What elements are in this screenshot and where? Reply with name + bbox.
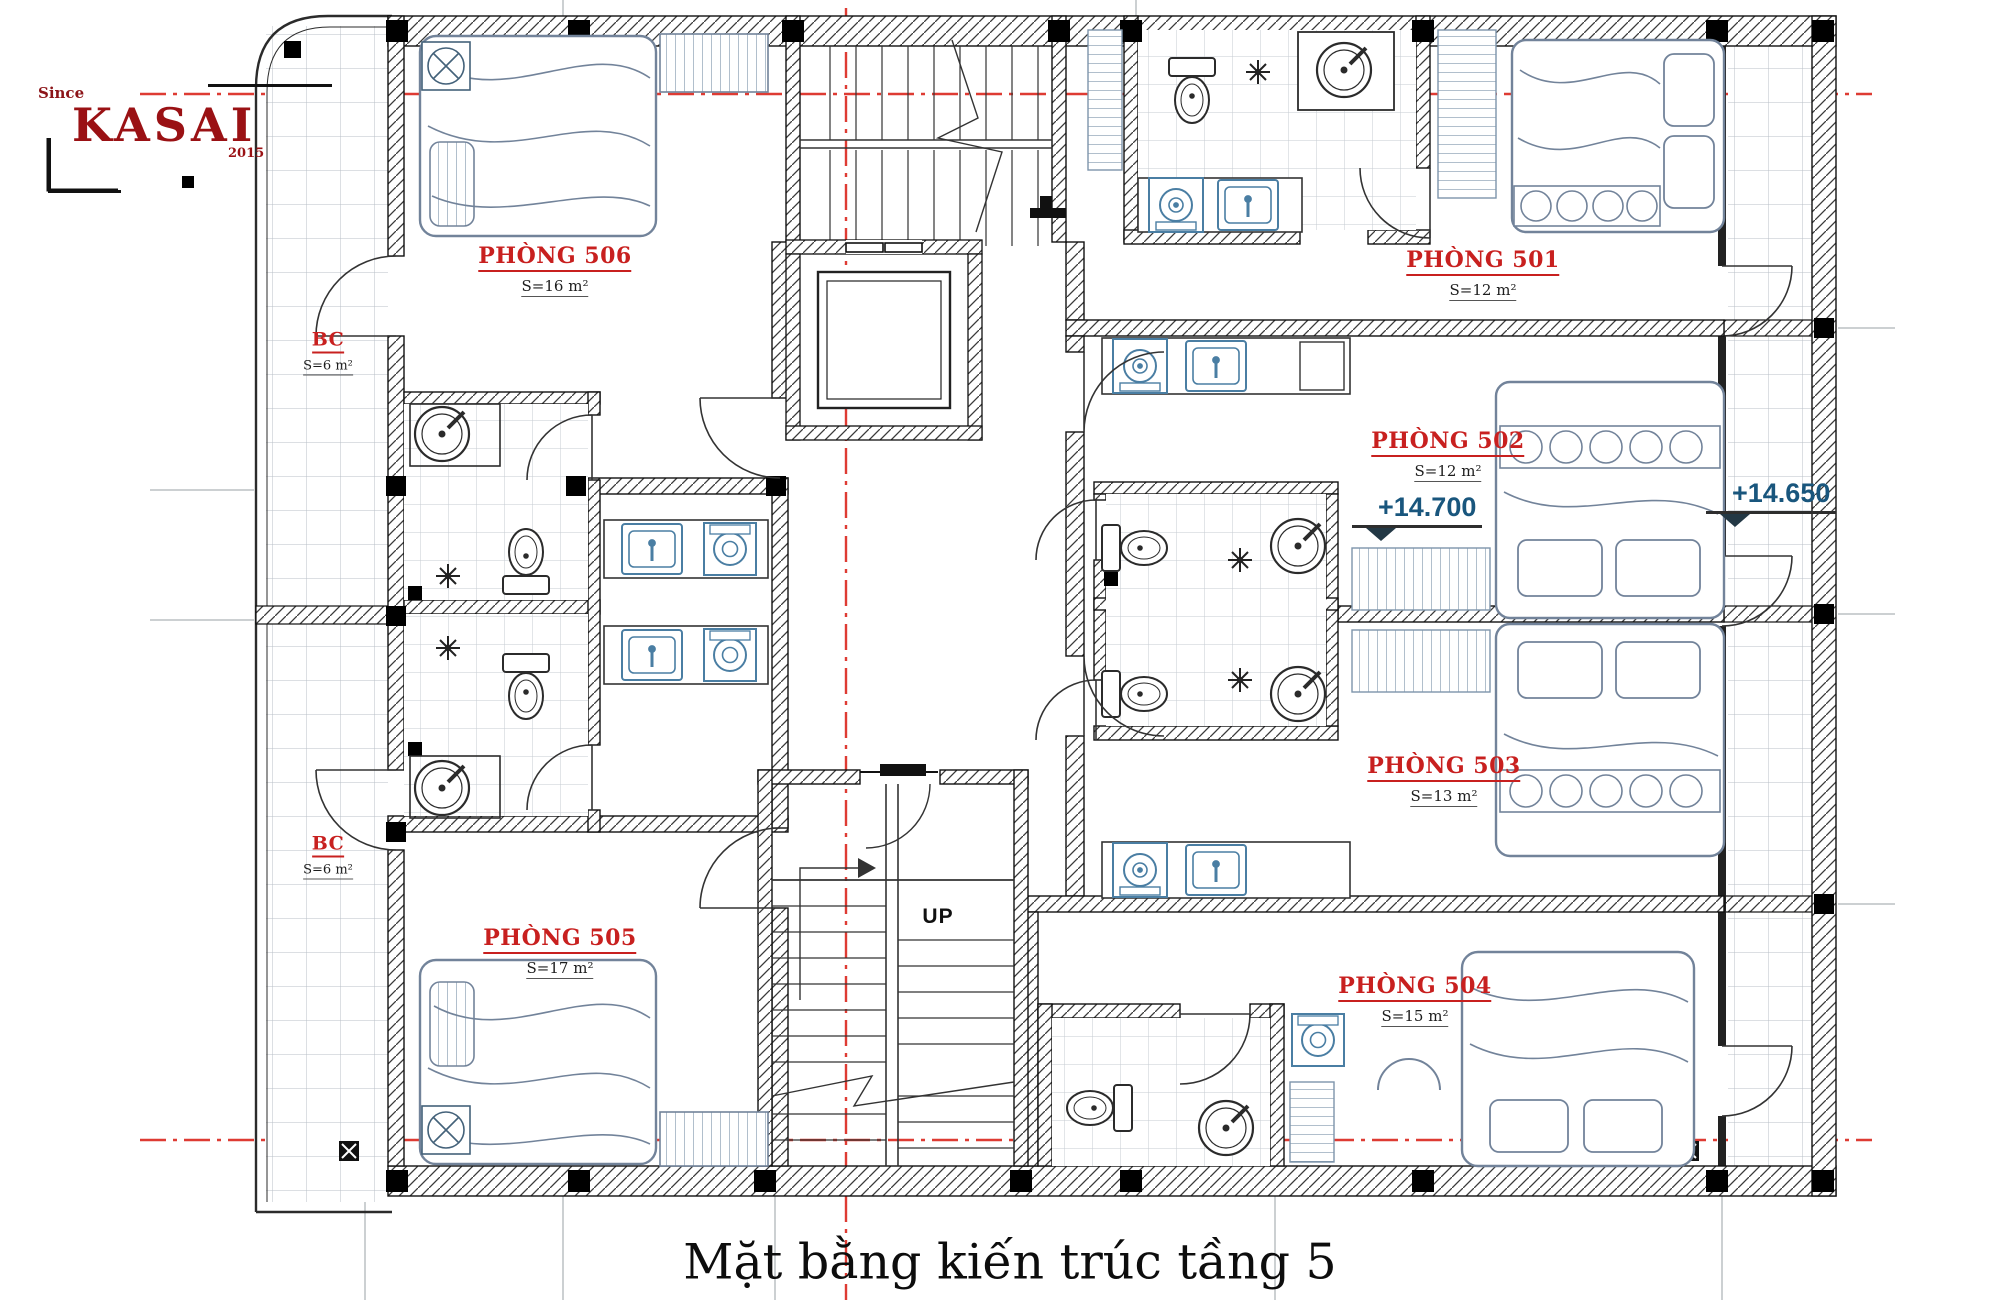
- sheet-title: Mặt bằng kiến trúc tầng 5: [683, 1233, 1337, 1291]
- balcony-left: [254, 14, 393, 1214]
- stair-bottom: [771, 764, 1015, 1166]
- room-502-furniture: [1101, 337, 1726, 620]
- level-triangle-icon: [1720, 514, 1750, 527]
- bed-icon: [418, 958, 658, 1166]
- logo-bracket: [48, 138, 121, 193]
- grid-guides: [150, 0, 1895, 1300]
- door-swings: [315, 255, 1165, 909]
- elevator: [785, 239, 983, 441]
- level-marker-14700: +14.700: [1352, 492, 1483, 541]
- logo-year: 2015: [228, 146, 265, 161]
- logo-since: Since: [38, 84, 85, 102]
- logo-name: KASAI: [72, 98, 257, 152]
- room-503-furniture: [1101, 622, 1726, 899]
- level-triangle-icon: [1366, 528, 1396, 541]
- bed-icon: [1494, 380, 1726, 620]
- room-506-furniture: [418, 33, 769, 238]
- room-501-furniture: [1510, 38, 1726, 234]
- columns: [182, 20, 1834, 1192]
- room-504-furniture: [1066, 950, 1696, 1168]
- level-marker-14650: +14.650: [1706, 478, 1837, 527]
- bathroom-top-right: [1087, 29, 1497, 239]
- room-505-furniture: [418, 958, 769, 1167]
- bed-icon: [1460, 950, 1696, 1168]
- kasai-logo: Since KASAI 2015: [0, 0, 332, 210]
- left-bathrooms: [409, 403, 769, 819]
- bed-icon: [418, 34, 658, 238]
- bed-icon: [1494, 622, 1726, 858]
- logo-topline: [208, 84, 332, 87]
- stairs-up-label: UP: [922, 905, 954, 928]
- stair-top: [800, 39, 1066, 246]
- bed-icon: [1510, 38, 1726, 234]
